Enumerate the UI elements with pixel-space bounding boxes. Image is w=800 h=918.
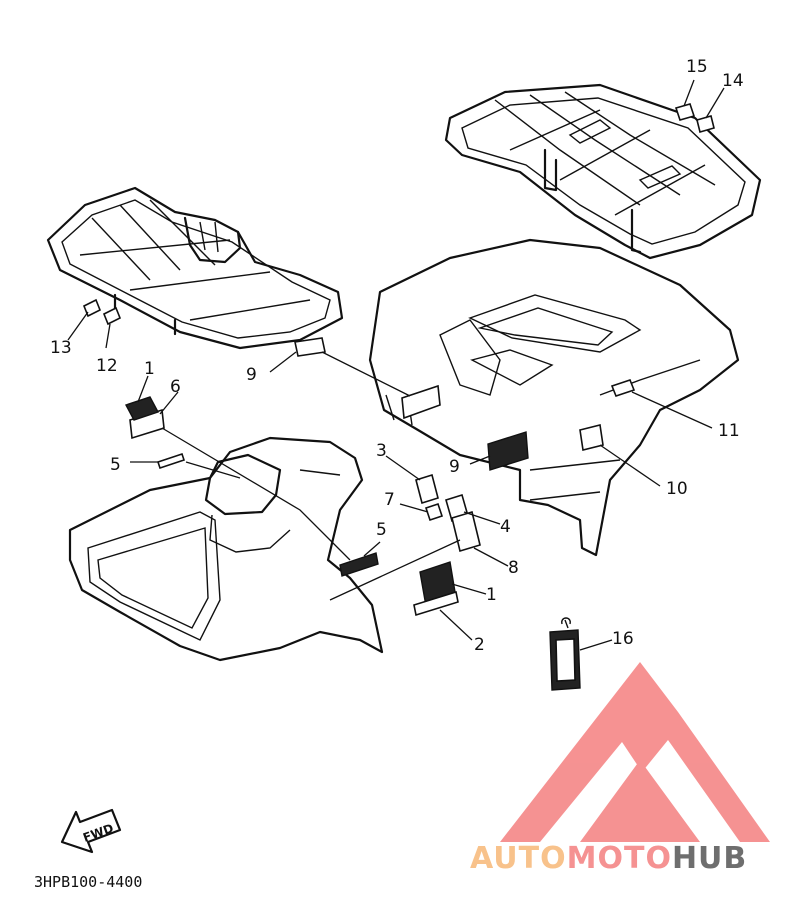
callout-5-top: 5 [110,455,121,475]
decal-12 [102,306,122,326]
decal-9-fender [401,384,441,420]
callout-9-lower: 9 [449,457,460,477]
decal-3 [415,473,439,505]
callout-8: 8 [508,558,519,578]
decal-11 [610,379,636,397]
svg-text:AUTOMOTOHUB: AUTOMOTOHUB [470,841,747,876]
decal-9-lower [487,431,529,471]
callout-7: 7 [384,490,395,510]
front-carrier-rack [46,186,344,350]
watermark-hub: HUB [672,841,747,876]
callout-4: 4 [500,517,511,537]
callout-14: 14 [722,71,744,91]
decal-8 [451,510,481,553]
rear-carrier-rack [444,83,762,260]
diagram-code: 3HPB100-4400 [34,873,142,891]
decal-15 [674,103,696,121]
decal-10 [579,424,604,451]
leader-lines [67,79,725,651]
callout-3: 3 [376,441,387,461]
watermark-triangle-icon [500,662,770,842]
callout-16: 16 [612,629,634,649]
callout-1-top: 1 [144,359,155,379]
forward-label: FWD [81,821,115,845]
callout-2: 2 [474,635,485,655]
callout-13: 13 [50,338,72,358]
callout-1-lower: 1 [486,585,497,605]
callout-9-top: 9 [246,365,257,385]
callout-12: 12 [96,356,118,376]
callout-15: 15 [686,57,708,77]
decal-7 [424,502,444,522]
callout-11: 11 [718,421,740,441]
decal-5-lower [339,552,379,577]
decal-5-top [156,452,186,470]
decal-1-top [124,396,160,421]
rear-fender [368,238,740,557]
decal-2 [413,590,459,617]
watermark-auto: AUTO [470,841,567,876]
decals [82,103,715,691]
watermark-logo: AUTOMOTOHUB [470,662,770,876]
hang-tag-16 [549,617,581,691]
decal-14 [696,115,715,133]
callout-10: 10 [666,479,688,499]
callout-5-lower: 5 [376,520,387,540]
watermark-moto: MOTO [567,841,672,876]
decal-9-top [294,337,326,357]
forward-arrow: FWD [60,808,122,854]
callout-numbers: 13 12 15 14 9 9 11 10 1 6 5 3 7 4 5 8 1 … [50,57,744,655]
callout-6: 6 [170,377,181,397]
